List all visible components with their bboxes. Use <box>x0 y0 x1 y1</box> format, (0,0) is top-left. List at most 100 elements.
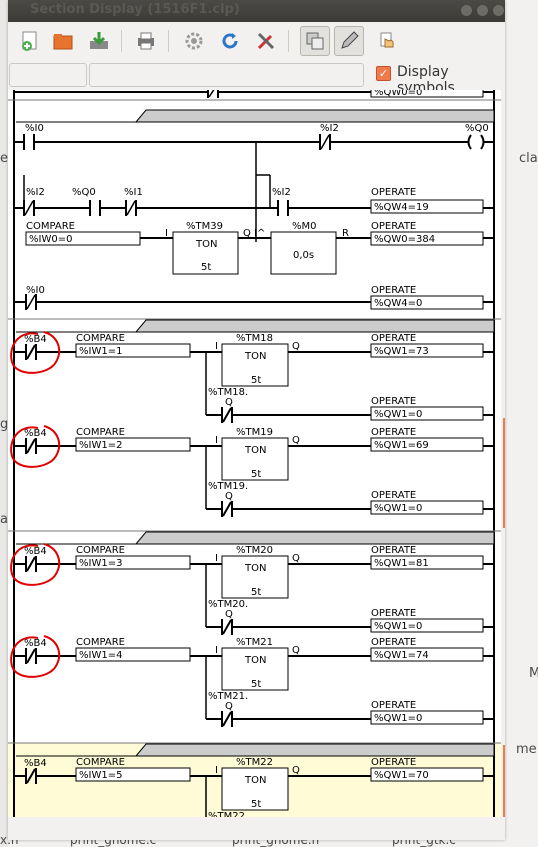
section-display-window: Section Display (1516F1.clp) <box>8 0 505 840</box>
edit-button[interactable] <box>334 26 364 56</box>
background-text: me <box>516 742 537 757</box>
toolbar-separator <box>168 30 169 52</box>
display-symbols-checkbox[interactable]: ✓ <box>376 66 391 81</box>
rung-header <box>16 319 495 333</box>
timer-reference: %TM21. <box>208 691 248 702</box>
toolbar-separator <box>121 30 122 52</box>
toolbar <box>8 22 505 62</box>
timer-ref-output: Q <box>225 609 233 620</box>
timer-input-label: I <box>215 341 218 352</box>
folder-icon <box>53 34 73 50</box>
printer-icon <box>138 32 154 50</box>
hand-button[interactable] <box>373 27 401 55</box>
operate-value: %QW1=69 <box>374 440 429 451</box>
contact-label: %I2 <box>26 187 45 198</box>
ladder-diagram: %QW0=0 %I0 %I2 %Q0 %I2 <box>8 90 505 817</box>
operate-block <box>370 500 484 515</box>
compare-label: COMPARE <box>76 333 125 344</box>
compare-value: %IW1=3 <box>79 558 122 569</box>
status-bar <box>8 817 505 840</box>
rung-header <box>16 743 495 757</box>
operate-block <box>370 343 484 358</box>
section-field[interactable] <box>9 63 87 87</box>
operate-label: OPERATE <box>371 545 416 556</box>
contact-label: %I0 <box>26 285 45 296</box>
print-button[interactable] <box>132 27 160 55</box>
operate-label: OPERATE <box>371 333 416 344</box>
operate-block <box>370 555 484 570</box>
refresh-icon <box>222 33 238 49</box>
maximize-button[interactable] <box>477 5 488 16</box>
save-button[interactable] <box>85 27 113 55</box>
tools-button[interactable] <box>252 27 280 55</box>
toolbar-separator <box>288 30 289 52</box>
monostable-block <box>270 231 337 275</box>
contact-label: %I2 <box>272 187 291 198</box>
annotation-circle <box>10 635 61 678</box>
gear-icon <box>185 32 203 50</box>
compare-block <box>75 343 191 358</box>
timer-name: %TM20 <box>236 545 273 556</box>
operate-value: %QW1=81 <box>374 558 429 569</box>
section-view-button[interactable] <box>300 26 330 56</box>
compare-value: %IW0=0 <box>29 234 72 245</box>
timer-input-label: I <box>215 435 218 446</box>
contact-nc <box>25 768 37 784</box>
timer-base: 5t <box>201 262 211 273</box>
compare-value: %IW1=2 <box>79 440 122 451</box>
timer-block <box>221 343 289 387</box>
operate-label: OPERATE <box>371 700 416 711</box>
operate-label: OPERATE <box>371 396 416 407</box>
timer-ref-output: Q <box>225 701 233 712</box>
timer-output-label: Q <box>292 341 300 352</box>
operate-value: %QW1=0 <box>374 621 422 632</box>
refresh-button[interactable] <box>216 27 244 55</box>
background-text: a <box>0 512 8 527</box>
open-button[interactable] <box>49 27 77 55</box>
operate-block <box>370 618 484 633</box>
compare-value: %IW1=4 <box>79 650 122 661</box>
hand-icon <box>380 32 394 48</box>
operate-label: OPERATE <box>371 285 416 296</box>
timer-name: %TM39 <box>186 221 223 232</box>
timer-input-label: I <box>215 553 218 564</box>
operate-label: OPERATE <box>371 427 416 438</box>
close-button[interactable] <box>493 5 504 16</box>
timer-input-label: I <box>165 228 168 239</box>
operate-block <box>370 199 484 214</box>
contact-label: %B4 <box>24 638 47 649</box>
new-button[interactable] <box>16 27 44 55</box>
compare-label: COMPARE <box>76 637 125 648</box>
comment-field[interactable] <box>89 63 364 87</box>
operate-value: %QW1=0 <box>374 409 422 420</box>
operate-label: OPERATE <box>371 637 416 648</box>
operate-label: OPERATE <box>371 490 416 501</box>
background-text: er <box>0 151 8 166</box>
timer-name: %TM19 <box>236 427 273 438</box>
contact-label: %I0 <box>25 123 44 134</box>
contact-nc <box>25 556 37 572</box>
titlebar[interactable]: Section Display (1516F1.clp) <box>8 0 505 22</box>
operate-value: %QW1=0 <box>374 713 422 724</box>
compare-block <box>75 767 191 782</box>
rung-header <box>16 531 495 545</box>
new-file-icon <box>22 31 37 51</box>
rising-edge-label: I^ <box>254 228 265 239</box>
operate-label: OPERATE <box>371 221 416 232</box>
minimize-button[interactable] <box>461 5 472 16</box>
compare-label: COMPARE <box>26 221 75 232</box>
settings-button[interactable] <box>180 27 208 55</box>
operate-block <box>370 437 484 452</box>
contact-label: %I2 <box>320 123 339 134</box>
timer-type: TON <box>244 351 266 362</box>
background-right-panel <box>505 0 538 847</box>
compare-value: %IW1=1 <box>79 346 122 357</box>
contact-label: %B4 <box>24 334 47 345</box>
ladder-canvas: %QW0=0 %I0 %I2 %Q0 %I2 <box>8 90 501 817</box>
operate-block <box>370 710 484 725</box>
save-icon <box>90 32 108 49</box>
timer-reference: %TM20. <box>208 599 248 610</box>
compare-block <box>75 437 191 452</box>
coil-label: %Q0 <box>465 123 489 134</box>
operate-block <box>370 767 484 782</box>
